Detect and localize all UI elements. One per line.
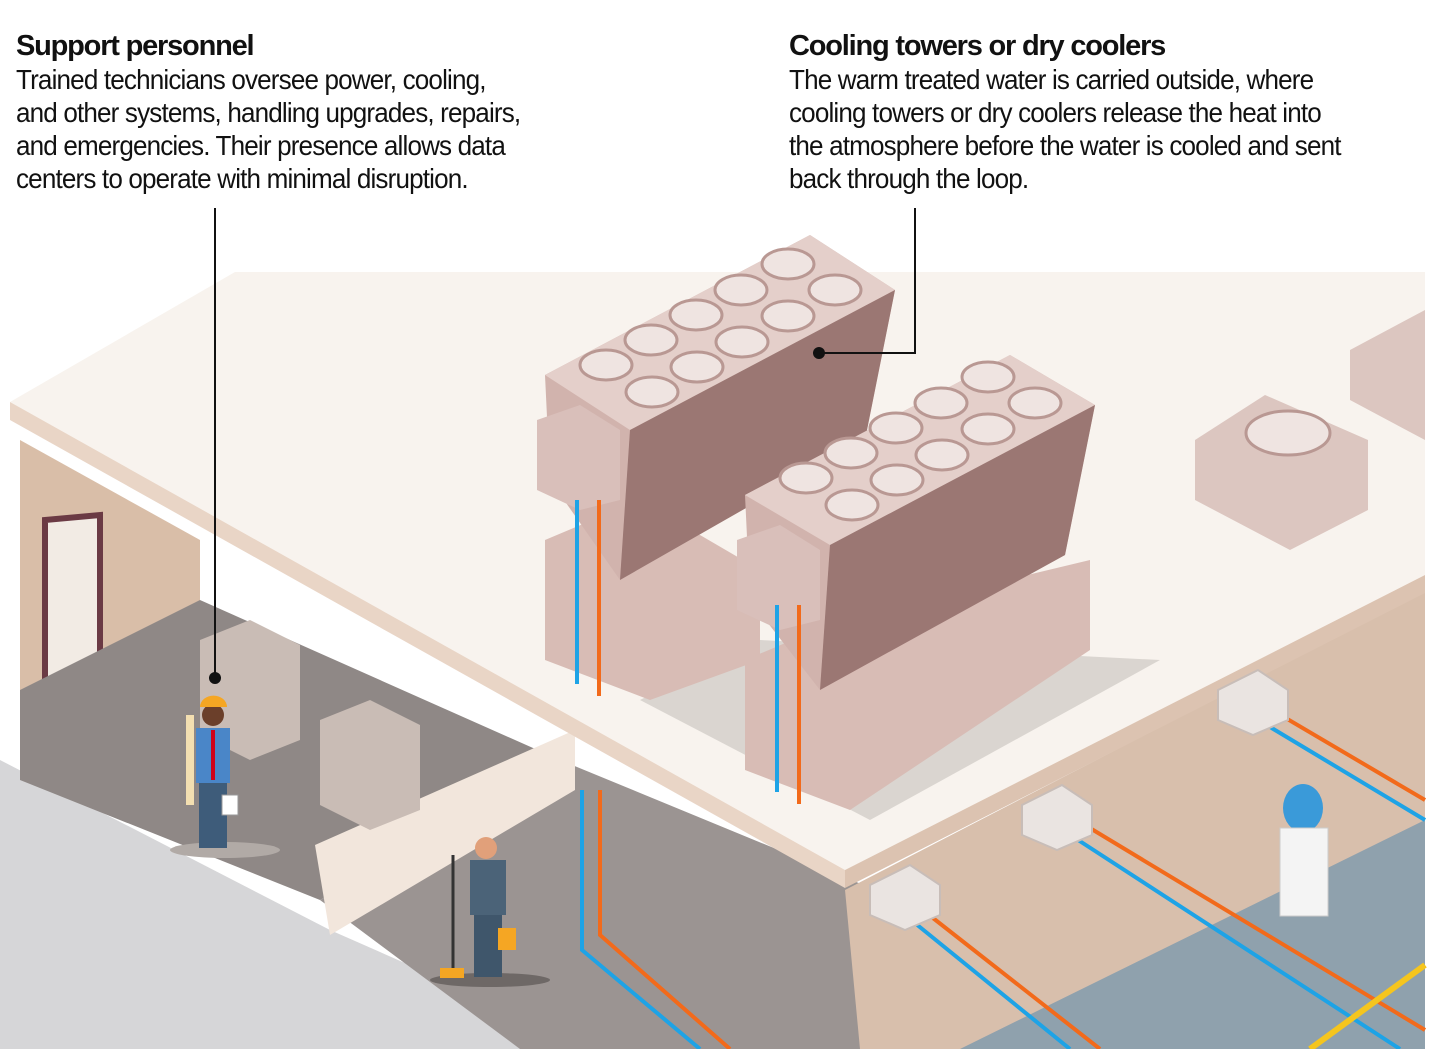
water-cooler <box>1279 784 1329 917</box>
janitor-figure <box>430 837 550 987</box>
leader-dot-support-personnel <box>209 672 221 684</box>
rooftop-ac-units <box>1195 310 1425 550</box>
roof-edge-right <box>845 575 1425 888</box>
partition-wall <box>315 730 575 935</box>
callout-text-line: and emergencies. Their presence allows d… <box>16 130 506 161</box>
callout-text-line: The warm treated water is carried outsid… <box>789 64 1314 95</box>
callout-title: Cooling towers or dry coolers <box>789 30 1166 62</box>
callout-text-line: the atmosphere before the water is coole… <box>789 130 1342 161</box>
callout-text-line: centers to operate with minimal disrupti… <box>16 163 469 194</box>
ground <box>0 760 600 1049</box>
roof-edge-front <box>10 402 845 888</box>
leader-dot-cooling-towers <box>813 347 825 359</box>
callout-text-line: cooling towers or dry coolers release th… <box>789 97 1322 128</box>
callout-text-line: and other systems, handling upgrades, re… <box>16 97 521 128</box>
callout-support-personnel: Support personnel Trained technicians ov… <box>16 30 558 195</box>
technician-figure <box>170 695 280 858</box>
callout-title: Support personnel <box>16 30 255 62</box>
ducts <box>869 668 1289 932</box>
callout-text-line: Trained technicians oversee power, cooli… <box>16 64 487 95</box>
leader-line-cooling-towers <box>820 208 916 354</box>
copier-machines <box>200 620 420 830</box>
callout-cooling-towers: Cooling towers or dry coolers The warm t… <box>789 30 1382 195</box>
callout-text-line: back through the loop. <box>789 163 1029 194</box>
cooling-pipes <box>575 500 1427 1049</box>
cooler-fans <box>578 247 1063 522</box>
